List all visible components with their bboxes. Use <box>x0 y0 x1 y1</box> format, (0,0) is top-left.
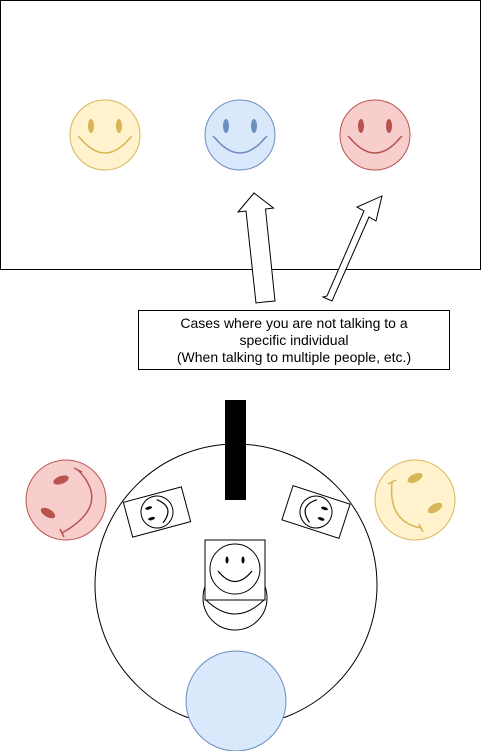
caption-box: Cases where you are not talking to a spe… <box>138 310 450 370</box>
caption-line-1: Cases where you are not talking to a <box>180 314 408 331</box>
blue-seat-circle <box>185 650 287 751</box>
smiley-yellow-icon <box>69 99 141 171</box>
smiley-red-icon <box>339 99 411 171</box>
black-bar <box>225 400 246 500</box>
smiley-card-left-icon <box>122 486 192 538</box>
smiley-blue-icon <box>204 99 276 171</box>
arrow-up-left <box>236 192 276 304</box>
caption-line-3: (When talking to multiple people, etc.) <box>176 348 412 365</box>
smiley-red-side-icon <box>25 459 107 541</box>
smiley-card-right-icon <box>281 484 351 540</box>
arrow-up-right <box>321 195 383 302</box>
smiley-card-center-icon <box>202 539 268 631</box>
smiley-yellow-side-icon <box>374 459 456 541</box>
caption-line-2: specific individual <box>239 331 349 348</box>
